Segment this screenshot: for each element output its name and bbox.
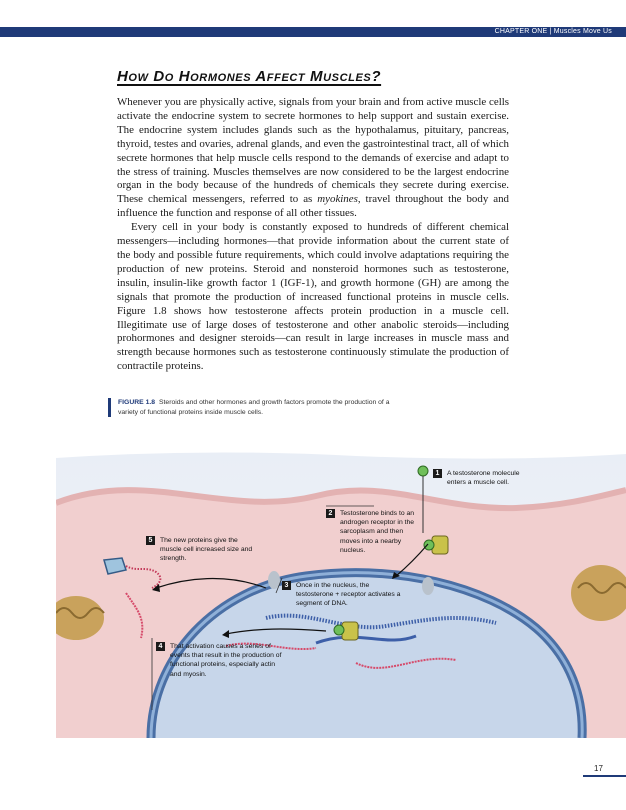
cell-membrane <box>54 487 626 512</box>
figure-caption-text: Steroids and other hormones and growth f… <box>118 399 390 416</box>
step-5-callout: 5 The new proteins give the muscle cell … <box>146 536 256 564</box>
arrow-to-nucleus <box>395 543 429 577</box>
body-paragraph: Whenever you are physically active, sign… <box>117 96 509 221</box>
nuclear-pore-1 <box>268 571 280 589</box>
step-4-callout: 4 That activation causes a series of eve… <box>156 642 284 679</box>
text-run: Every cell in your body is constantly ex… <box>117 221 509 373</box>
step-4-text: That activation causes a series of event… <box>170 643 282 678</box>
step-2-text: Testosterone binds to an androgen recept… <box>340 510 415 554</box>
header-bar <box>0 27 626 37</box>
nuclear-pore-2 <box>422 577 434 595</box>
text-run: Whenever you are physically active, sign… <box>117 96 509 206</box>
body-text: Whenever you are physically active, sign… <box>117 96 509 374</box>
header-separator: | <box>549 28 552 35</box>
arrow-to-protein <box>155 577 267 589</box>
section-title: How Do Hormones Affect Muscles? <box>117 68 382 85</box>
mrna-strand <box>225 642 317 650</box>
running-header: CHAPTER ONE | Muscles Move Us <box>495 27 612 37</box>
testosterone-molecule <box>417 465 429 477</box>
step-3-callout: 3 Once in the nucleus, the testosterone … <box>282 581 402 609</box>
bound-testosterone <box>423 539 435 551</box>
page-number: 17 <box>594 764 603 773</box>
ribosome <box>103 557 127 575</box>
step-3-number: 3 <box>282 581 291 590</box>
muscle-cell-diagram <box>48 452 626 739</box>
arrow-to-mrna <box>225 628 327 635</box>
step-3-text: Once in the nucleus, the testosterone + … <box>296 582 401 608</box>
new-protein-chain <box>125 565 162 589</box>
step-2-callout: 2 Testosterone binds to an androgen rece… <box>326 509 424 555</box>
step-1-callout: 1 A testosterone molecule enters a muscl… <box>433 469 525 487</box>
figure-illustration: 1 A testosterone molecule enters a muscl… <box>48 448 626 739</box>
chapter-title: Muscles Move Us <box>553 28 612 35</box>
step-1-number: 1 <box>433 469 442 478</box>
step-1-text: A testosterone molecule enters a muscle … <box>447 470 520 487</box>
chapter-label: CHAPTER ONE <box>494 28 548 35</box>
step-5-number: 5 <box>146 536 155 545</box>
text-run: , travel throughout the body and influen… <box>117 193 509 220</box>
step-2-number: 2 <box>326 509 335 518</box>
figure-label: FIGURE 1.8 <box>118 399 156 406</box>
dna-strand <box>265 613 497 630</box>
body-paragraph: Every cell in your body is constantly ex… <box>117 221 509 374</box>
nucleus <box>151 572 583 738</box>
step-4-number: 4 <box>156 642 165 651</box>
footer-rule <box>583 775 626 777</box>
mitochondrion-left <box>48 596 104 640</box>
italic-term: myokines <box>317 193 358 206</box>
step-5-text: The new proteins give the muscle cell in… <box>160 537 253 563</box>
